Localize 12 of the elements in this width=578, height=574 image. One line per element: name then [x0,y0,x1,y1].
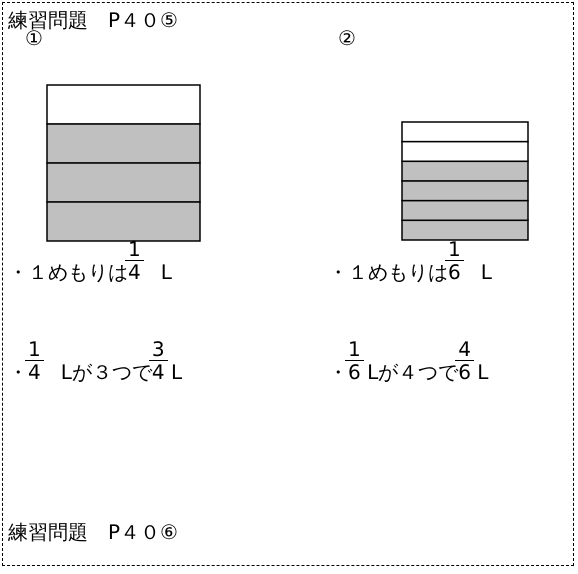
fraction-numerator: 1 [445,238,464,261]
fraction-numerator: 1 [125,238,144,261]
fraction-numerator: 1 [25,338,44,361]
answer-text: ・１めもりは4 L [8,260,172,284]
answer-text: ・4 Lが３つで4 L [8,360,182,384]
exercise-heading: 練習問題 P４０⑥ [8,520,178,544]
fraction-numerator: 4 [455,338,474,361]
problem-number: ② [338,26,356,50]
fraction-numerator: 3 [148,338,168,361]
answer-text: ・6 Lが４つで6 L [328,360,488,384]
answer-text: ・１めもりは6 L [328,260,492,284]
fraction-numerator: 1 [345,338,364,361]
